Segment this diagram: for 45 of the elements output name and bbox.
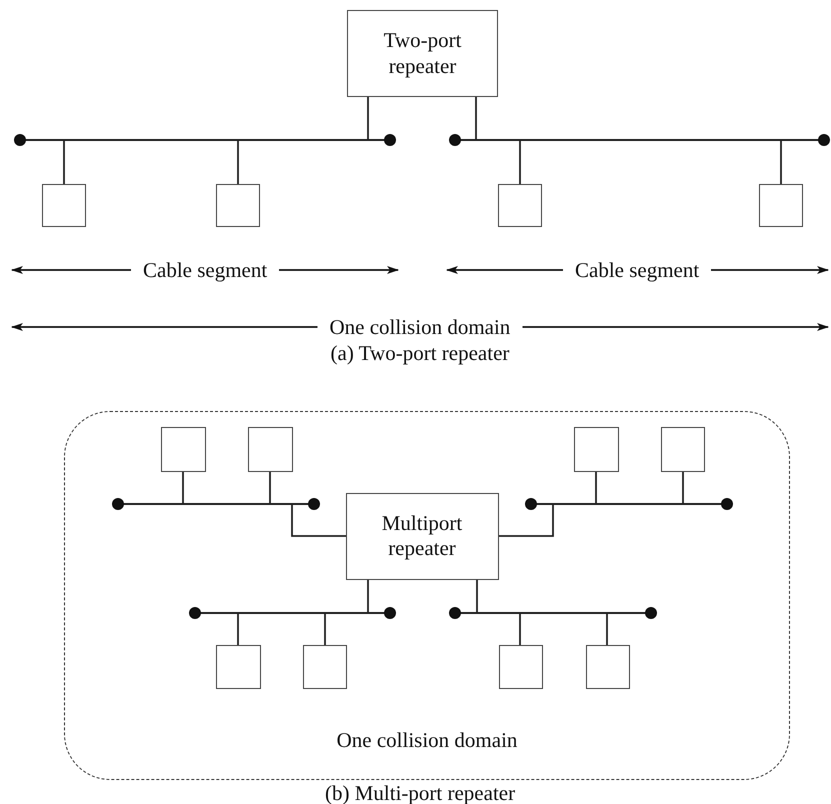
bus-cable <box>188 606 396 618</box>
connector-line <box>237 140 239 184</box>
station-box <box>42 184 86 227</box>
repeater-box: Two-port repeater <box>347 10 498 97</box>
bus-cable <box>524 498 732 510</box>
connector-line <box>63 140 65 184</box>
connector-line <box>475 97 477 140</box>
connector-line <box>595 472 597 504</box>
connector-line <box>519 140 521 184</box>
connector-line <box>367 580 369 613</box>
bus-cable <box>112 498 320 510</box>
connector-line <box>682 472 684 504</box>
connector-line <box>269 472 271 504</box>
bus-cable <box>448 606 656 618</box>
dimension-label: Cable segment <box>143 260 268 280</box>
caption: (b) Multi-port repeater <box>325 782 516 804</box>
connector-line <box>499 504 554 537</box>
bus-cable <box>449 134 830 146</box>
connector-line <box>367 97 369 140</box>
station-box <box>302 644 346 688</box>
bus-cable <box>14 134 396 146</box>
station-box <box>660 426 704 472</box>
dimension-label: Cable segment <box>575 260 700 280</box>
station-box <box>759 184 803 227</box>
connector-line <box>237 613 239 645</box>
station-box <box>160 426 206 472</box>
connector-line <box>324 613 326 645</box>
station-box <box>248 426 292 472</box>
collision-domain-boundary <box>64 411 790 780</box>
domain-label: One collision domain <box>336 730 518 751</box>
connector-line <box>476 580 478 613</box>
station-box <box>216 184 260 227</box>
connector-line <box>182 472 184 504</box>
caption: (a) Two-port repeater <box>330 342 510 364</box>
repeater-box: Multiport repeater <box>346 492 498 580</box>
station-box <box>498 644 542 688</box>
station-box <box>574 426 618 472</box>
connector-line <box>606 613 608 645</box>
connector-line <box>780 140 782 184</box>
dimension-label: One collision domain <box>330 316 510 338</box>
station-box <box>216 644 260 688</box>
station-box <box>586 644 630 688</box>
connector-line <box>291 504 346 537</box>
connector-line <box>519 613 521 645</box>
station-box <box>498 184 542 227</box>
